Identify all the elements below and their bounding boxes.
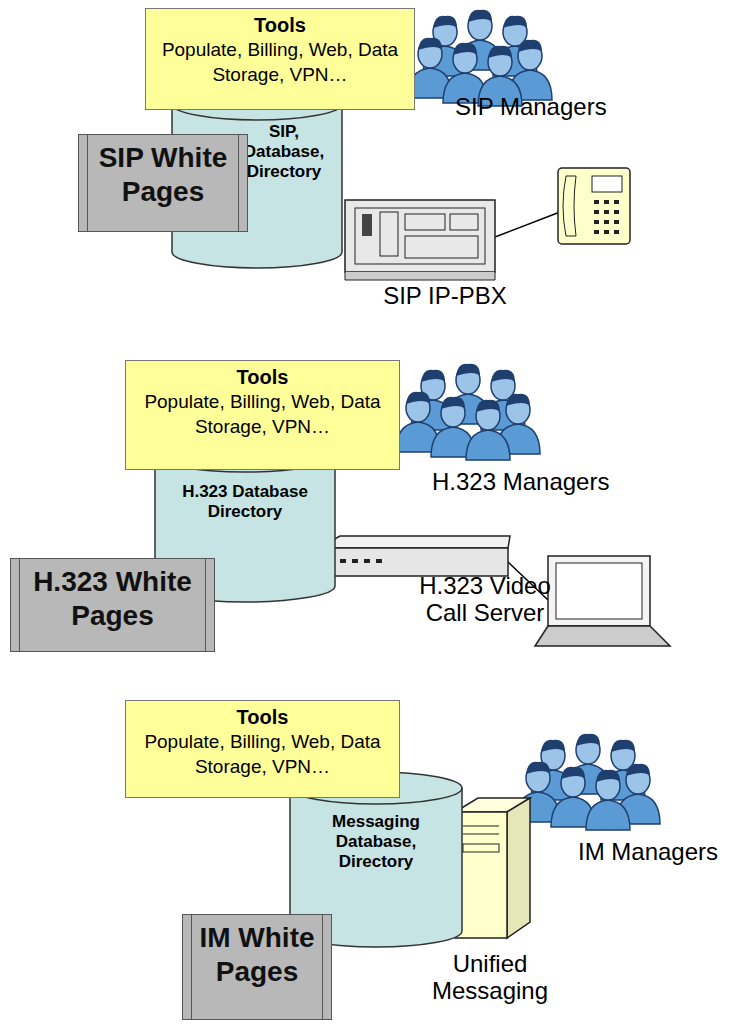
box-heading: Tools <box>132 705 393 729</box>
white-pages-book: IM White Pages <box>182 914 332 1020</box>
node-label: SIP White Pages <box>95 141 231 209</box>
device-label: H.323 Managers <box>432 468 692 495</box>
box-heading: Tools <box>152 13 408 37</box>
device-label: SIP Managers <box>455 93 655 120</box>
book-spine-line <box>238 135 239 231</box>
people-icon <box>396 364 540 460</box>
box-heading: Tools <box>132 365 393 389</box>
white-pages-book: SIP White Pages <box>78 134 248 232</box>
device-label: SIP IP-PBX <box>360 282 530 309</box>
node-label: H.323 White Pages <box>27 565 198 633</box>
tools-box: ToolsPopulate, Billing, Web, Data Storag… <box>145 8 415 110</box>
book-spine-line <box>322 915 323 1019</box>
server-tower <box>455 798 530 938</box>
tools-box: ToolsPopulate, Billing, Web, Data Storag… <box>125 360 400 470</box>
device-label: H.323 Video Call Server <box>405 572 565 626</box>
box-body: Populate, Billing, Web, Data Storage, VP… <box>132 389 393 439</box>
book-spine-line <box>205 559 206 651</box>
device-label: IM Managers <box>578 838 748 865</box>
node-label: Messaging Database, Directory <box>300 812 452 872</box>
people-icon <box>516 734 660 830</box>
people-icon <box>408 10 552 106</box>
book-spine-line <box>191 915 192 1019</box>
device-label: Unified Messaging <box>420 950 560 1004</box>
white-pages-book: H.323 White Pages <box>10 558 215 652</box>
box-body: Populate, Billing, Web, Data Storage, VP… <box>152 37 408 87</box>
box-body: Populate, Billing, Web, Data Storage, VP… <box>132 729 393 779</box>
laptop-icon <box>535 556 670 646</box>
book-spine-line <box>19 559 20 651</box>
tools-box: ToolsPopulate, Billing, Web, Data Storag… <box>125 700 400 798</box>
book-spine-line <box>87 135 88 231</box>
pbx-device <box>345 200 560 280</box>
node-label: H.323 Database Directory <box>163 482 327 522</box>
node-label: IM White Pages <box>199 921 315 989</box>
phone-icon <box>558 168 630 244</box>
